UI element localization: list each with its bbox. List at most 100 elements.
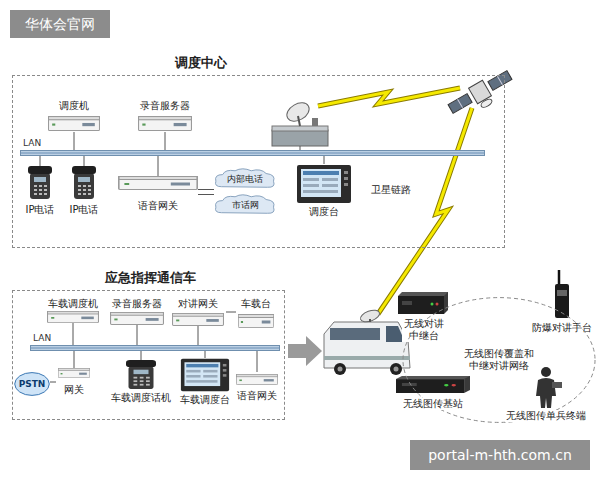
satellite-dish [272, 130, 328, 146]
big-arrow [288, 336, 322, 366]
node-label: 无线图传单兵终端 [505, 410, 587, 422]
command-van [338, 367, 343, 372]
node-label: 无线图传基站 [402, 398, 464, 410]
node-label: 对讲网关 [177, 298, 219, 310]
device-node: 语音网关 [234, 372, 280, 402]
cloud-shape [215, 195, 274, 213]
node-label: 无线图传覆盖和中继对讲网络 [463, 348, 535, 372]
device-node: 对讲网关 [170, 298, 226, 326]
satellite-link [378, 108, 472, 314]
node-label: 防爆对讲手台 [531, 322, 593, 334]
device-node: 语音网关 [118, 176, 198, 212]
device-icons [28, 166, 52, 199]
panel-title: 调度中心 [173, 55, 229, 71]
bus-label: LAN [33, 333, 51, 344]
device-icons [119, 177, 197, 190]
node-label: 语音网关 [236, 390, 278, 402]
satellite-link [318, 88, 460, 106]
satellite-link [318, 88, 460, 106]
soldier-terminal [552, 382, 562, 388]
device-node: 录音服务器 [108, 298, 166, 325]
node-label: 车载调度机 [47, 298, 99, 310]
node-label: 调度机 [58, 100, 90, 112]
connector-line [40, 156, 41, 166]
device-node: 调度机 [46, 100, 102, 132]
node-label: 车载台 [240, 298, 272, 310]
big-arrow [288, 336, 322, 366]
device-icons [58, 368, 89, 377]
device-node: IP电话 [20, 166, 60, 216]
connector-line [324, 156, 325, 164]
node-label: 网关 [63, 384, 85, 396]
device-node: 录音服务器 [136, 100, 194, 132]
connector-line [84, 156, 85, 166]
device-icons [139, 117, 192, 131]
device-icons [236, 374, 277, 384]
device-icons [48, 311, 99, 322]
device-node: 无线图传单兵终端 [503, 366, 589, 422]
handheld-radio [558, 270, 561, 285]
command-van [334, 363, 346, 375]
node-label: 车载调度话机 [110, 392, 172, 404]
device-icons [72, 166, 96, 199]
pstn-globe: PSTN [14, 372, 50, 396]
node-label: 语音网关 [137, 200, 179, 212]
lan-bus: LAN [20, 150, 485, 156]
device-node: 无线对讲中继台 [396, 292, 452, 342]
network-cloud: 内部电话 [214, 168, 276, 190]
node-label: 录音服务器 [139, 100, 191, 112]
node-label: 车载调度台 [179, 394, 231, 406]
device-node: 车载台 [236, 298, 276, 328]
watermark: 华体会官网 [10, 10, 110, 38]
link-label: 卫星链路 [370, 184, 412, 196]
device-icons [49, 117, 100, 131]
node-label: PSTN [19, 378, 46, 390]
device-icons [126, 360, 156, 389]
node-label: IP电话 [25, 204, 56, 216]
satellite-dish [272, 126, 328, 131]
connector-line [74, 351, 75, 368]
satellite-dish [298, 116, 300, 126]
soldier-terminal [541, 367, 551, 377]
command-van [330, 328, 380, 340]
lan-bus: LAN [30, 345, 280, 351]
connector-line [158, 156, 159, 176]
group-panel: 应急指挥通信车车载调度机录音服务器对讲网关车载台LANPSTN网关车载调度话机车… [12, 290, 285, 420]
satellite [497, 76, 502, 85]
node-label: 调度台 [308, 206, 340, 218]
satellite [480, 98, 493, 109]
device-node: 防爆对讲手台 [529, 272, 595, 334]
globe-shape [15, 373, 50, 396]
bus-label: LAN [23, 138, 41, 149]
connector-line [141, 351, 142, 360]
command-van [324, 322, 410, 368]
command-van [359, 308, 381, 324]
connector-line [73, 323, 74, 345]
cloud-shape [215, 169, 274, 187]
group-panel: 调度中心调度机录音服务器LANIP电话IP电话语音网关内部电话市话网调度台 [12, 75, 505, 248]
device-icons [238, 315, 273, 328]
device-node: 车载调度机 [45, 298, 101, 323]
command-van [324, 356, 410, 360]
node-label: 市话网 [232, 199, 259, 211]
handheld-radio [557, 290, 567, 296]
connector-line [226, 312, 236, 313]
connector-line [205, 351, 206, 358]
soldier-terminal [536, 367, 562, 408]
watermark: portal-m-hth.com.cn [410, 440, 590, 470]
connector-line [50, 382, 56, 383]
command-van [369, 319, 371, 322]
command-van [324, 308, 410, 375]
device-node: 无线图传基站 [396, 376, 470, 410]
satellite-link [378, 108, 472, 314]
device-node: 调度台 [294, 164, 354, 218]
command-van [394, 367, 399, 372]
node-label: 录音服务器 [111, 298, 163, 310]
satellite-dish [312, 118, 318, 126]
node-label: 内部电话 [227, 173, 263, 185]
satellite [448, 94, 472, 114]
satellite [488, 71, 512, 91]
device-node: 网关 [56, 368, 92, 396]
